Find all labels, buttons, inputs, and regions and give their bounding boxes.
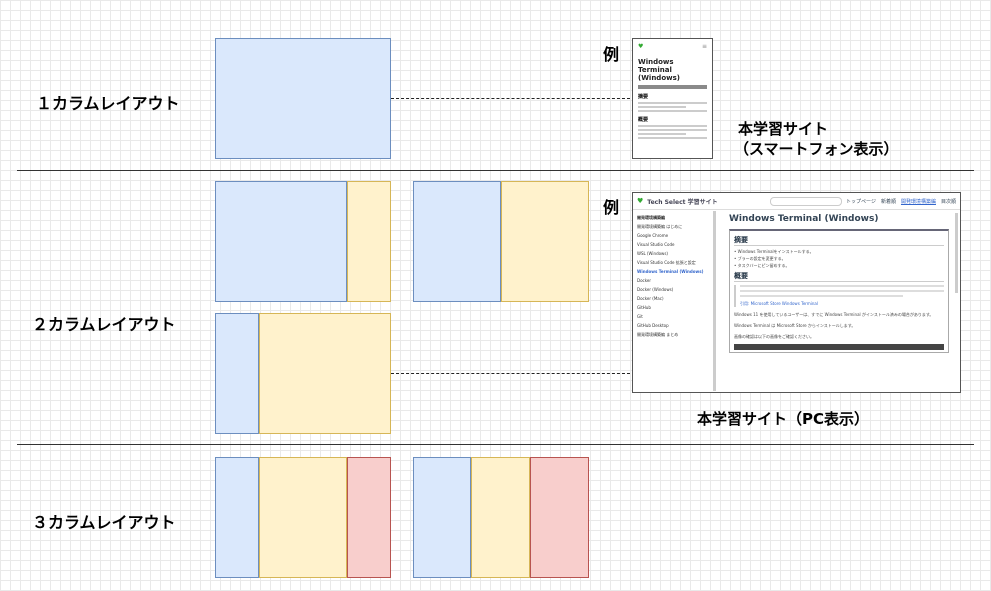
row-separator-2 (17, 444, 974, 445)
caption-smartphone-line1: 本学習サイト (738, 120, 829, 138)
row-separator-1 (17, 170, 974, 171)
phone-text-line (638, 125, 707, 127)
heart-logo-icon: ♥ (638, 43, 644, 50)
pc-sidebar-item: Google Chrome (637, 233, 669, 238)
dashed-connector-pc (391, 373, 635, 374)
pc-paragraph: 画像の確認は以下の画像をご確認ください。 (734, 334, 814, 339)
three-column-a-left (215, 457, 259, 578)
pc-main-scrollbar (955, 213, 958, 293)
pc-bullet: • ブラーの設定を変更する。 (734, 256, 786, 261)
pc-sidebar-item: GitHub (637, 305, 651, 310)
pc-screenshot: ♥ Tech Select 学習サイト トップページ 新着順 開発環境構築編 目… (632, 192, 961, 393)
pc-paragraph: Windows Terminal は Microsoft Store からインス… (734, 323, 856, 328)
three-column-b-left (413, 457, 471, 578)
phone-text-line (638, 129, 707, 131)
pc-sidebar-item: Docker (Mac) (637, 296, 664, 301)
phone-heading-summary: 摘要 (638, 94, 649, 100)
two-column-a-main (215, 181, 347, 302)
pc-brand: Tech Select 学習サイト (647, 198, 718, 206)
three-column-b-right (530, 457, 589, 578)
example-label-pc: 例 (603, 198, 620, 217)
pc-heading-overview: 概要 (734, 271, 944, 282)
heart-logo-icon: ♥ (637, 197, 644, 205)
three-column-a-center (259, 457, 347, 578)
pc-sidebar-item-current: Windows Terminal (Windows) (637, 269, 704, 274)
pc-page-title: Windows Terminal (Windows) (729, 214, 879, 224)
phone-text-line (638, 137, 707, 139)
label-three-column: ３カラムレイアウト (32, 513, 176, 532)
pc-nav-item: 新着順 (880, 198, 896, 205)
pc-sidebar-item: Visual Studio Code (637, 242, 675, 247)
pc-nav-item: トップページ (846, 198, 876, 205)
phone-text-line (638, 102, 707, 104)
three-column-a-right (347, 457, 391, 578)
one-column-layout-box (215, 38, 391, 159)
pc-image-placeholder (734, 344, 944, 350)
phone-title-bar (638, 85, 707, 89)
pc-sidebar-item: Docker (Windows) (637, 287, 674, 292)
pc-bullet: • タスクバーにピン留めする。 (734, 263, 790, 268)
pc-sidebar-item: Visual Studio Code 拡張と設定 (637, 260, 696, 265)
two-column-c-right (259, 313, 391, 434)
pc-quote-link: 引用: Microsoft Store Windows Terminal (740, 301, 818, 306)
pc-main-content: Windows Terminal (Windows) 摘要 • Windows … (729, 213, 949, 353)
three-column-b-center (471, 457, 530, 578)
hamburger-menu-icon: ≡ (701, 43, 707, 50)
pc-sidebar-item: Git (637, 314, 643, 319)
phone-heading-overview: 概要 (638, 117, 649, 123)
two-column-a-sidebar (347, 181, 391, 302)
pc-sidebar-item: 開発環境構築編 まとめ (637, 332, 679, 337)
pc-nav-item-active: 開発環境構築編 (900, 198, 936, 205)
pc-sidebar-item: WSL (Windows) (637, 251, 668, 256)
pc-bullet: • Windows Terminalをインストールする。 (734, 249, 814, 254)
two-column-c-left (215, 313, 259, 434)
dashed-connector-smartphone (391, 98, 635, 99)
caption-smartphone: 本学習サイト （スマートフォン表示） (734, 119, 899, 159)
pc-sidebar: 開発環境構築編 開発環境構築編 はじめに Google Chrome Visua… (637, 213, 711, 339)
label-two-column: ２カラムレイアウト (32, 315, 176, 334)
smartphone-screenshot: ♥ ≡ Windows Terminal (Windows) 摘要 概要 (632, 38, 713, 159)
pc-sidebar-item: 開発環境構築編 はじめに (637, 224, 683, 229)
pc-sidebar-item: Docker (637, 278, 652, 283)
pc-search-box (770, 196, 843, 206)
pc-sidebar-scrollbar (713, 211, 716, 391)
pc-heading-summary: 摘要 (734, 235, 944, 246)
label-one-column: １カラムレイアウト (36, 94, 180, 113)
phone-text-line (638, 106, 687, 108)
phone-text-line (638, 133, 687, 135)
caption-smartphone-line2: （スマートフォン表示） (734, 140, 899, 158)
pc-quote: 引用: Microsoft Store Windows Terminal (734, 285, 944, 307)
pc-article: 摘要 • Windows Terminalをインストールする。 • ブラーの設定… (729, 229, 949, 353)
pc-nav-item: 目次順 (940, 198, 956, 205)
pc-sidebar-heading: 開発環境構築編 (637, 215, 665, 220)
caption-pc: 本学習サイト（PC表示） (697, 410, 870, 428)
pc-paragraph: Windows 11 を使用しているユーザーは、すでに Windows Term… (734, 312, 934, 317)
pc-sidebar-item: GitHub Desktop (637, 323, 669, 328)
pc-header: ♥ Tech Select 学習サイト トップページ 新着順 開発環境構築編 目… (633, 193, 960, 210)
phone-page-title: Windows Terminal (Windows) (638, 58, 680, 82)
pc-nav: トップページ 新着順 開発環境構築編 目次順 (846, 198, 956, 205)
phone-text-line (638, 110, 707, 112)
two-column-b-right (501, 181, 589, 302)
example-label-smartphone: 例 (603, 45, 620, 64)
two-column-b-left (413, 181, 501, 302)
